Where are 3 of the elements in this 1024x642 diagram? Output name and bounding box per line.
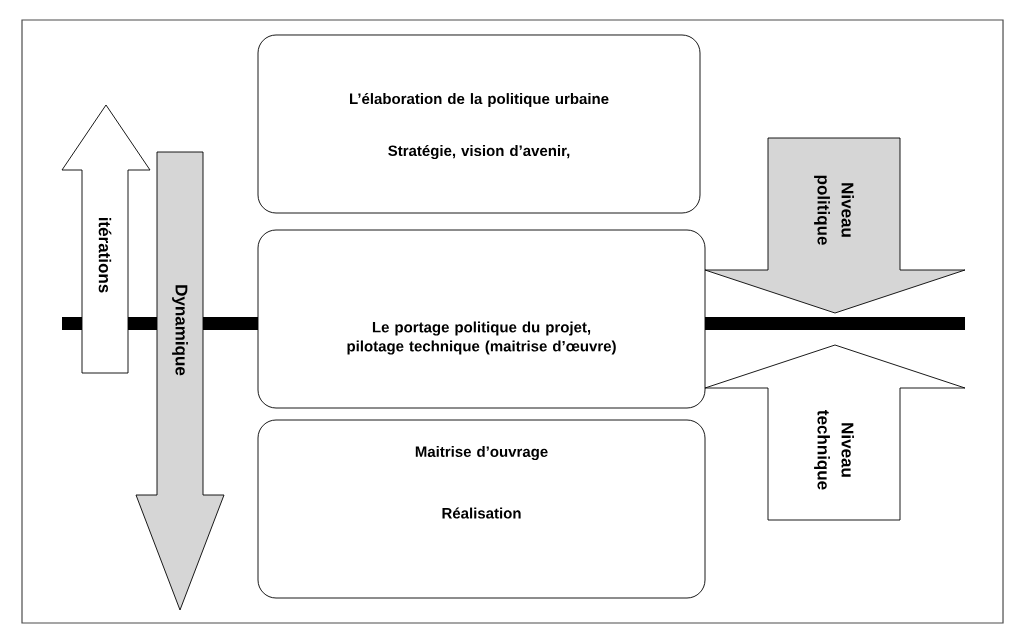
rounded-box: Maitrise d’ouvrage Réalisation xyxy=(257,419,706,599)
rounded-box: L’élaboration de la politique urbaine Stratégie, vision d’avenir, xyxy=(257,34,701,214)
rounded-box: Le portage politique du projet, pilotage technique (maitrise d’œuvre) xyxy=(257,229,706,409)
